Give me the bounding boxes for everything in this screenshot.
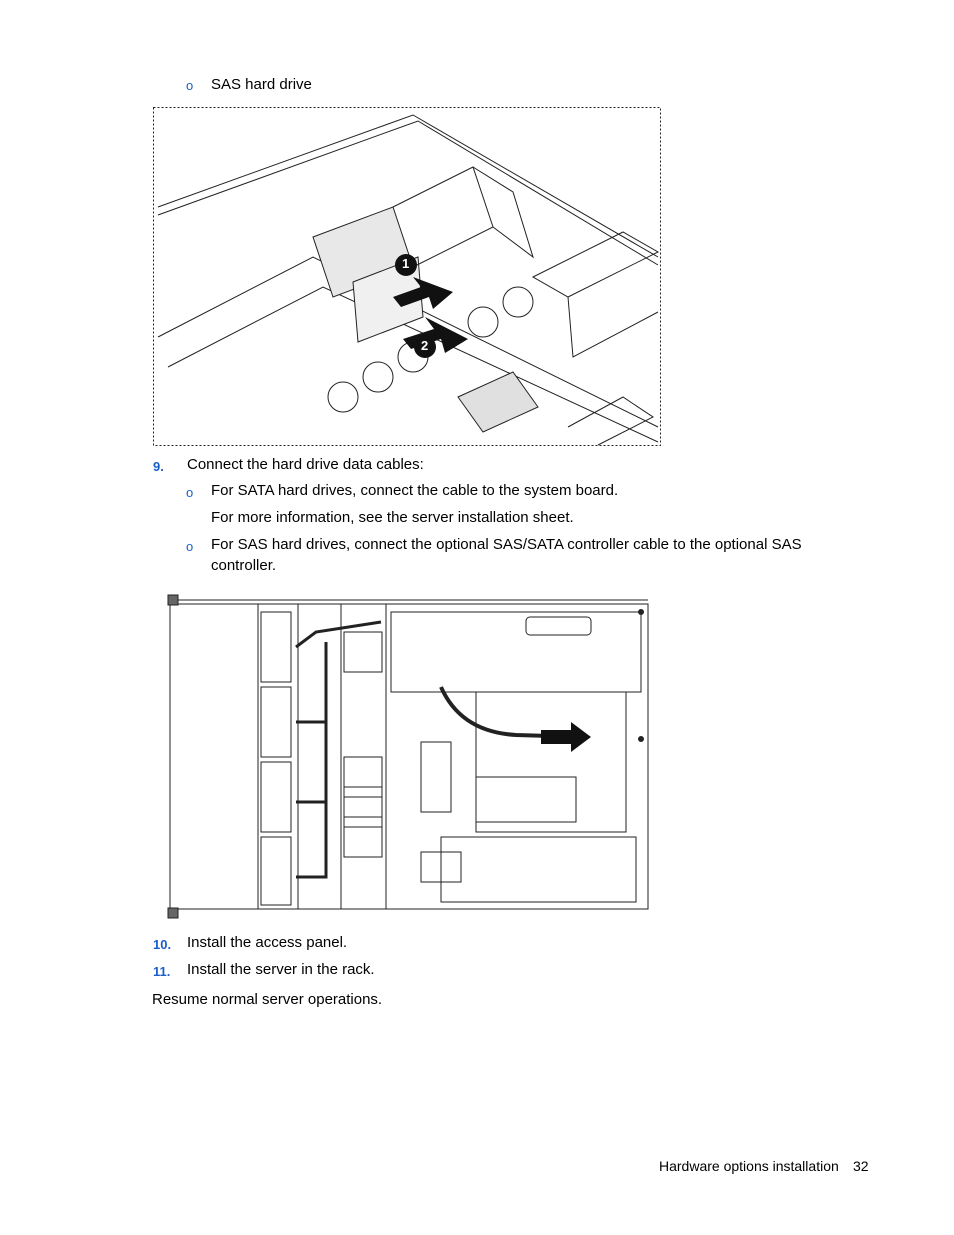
bullet-marker: o: [186, 539, 194, 554]
bullet-marker: o: [186, 485, 194, 500]
step-number-11: 11.: [153, 964, 171, 979]
bullet-text-sas-line1: For SAS hard drives, connect the optiona…: [211, 536, 802, 553]
bullet-text-sata: For SATA hard drives, connect the cable …: [211, 482, 619, 499]
step-text-10: Install the access panel.: [187, 934, 348, 951]
step-text-9: Connect the hard drive data cables:: [187, 456, 424, 473]
bullet-text-sas-hard-drive: SAS hard drive: [211, 76, 312, 93]
callout-2: 2: [421, 338, 429, 353]
closing-text: Resume normal server operations.: [152, 991, 383, 1008]
callout-1: 1: [402, 256, 410, 271]
figure-sas-drive-install: [153, 107, 661, 446]
step-number-10: 10.: [153, 937, 172, 952]
footer-page-number: 32: [853, 1158, 869, 1174]
step-text-11: Install the server in the rack.: [187, 961, 375, 978]
footer-section-title: Hardware options installation: [659, 1158, 839, 1174]
bullet-note-sata: For more information, see the server ins…: [211, 509, 574, 526]
step-number-9: 9.: [153, 459, 164, 474]
bullet-text-sas-line2: controller.: [211, 557, 277, 574]
bullet-marker: o: [186, 78, 194, 93]
figure-sas-cable-routing: [167, 594, 649, 919]
